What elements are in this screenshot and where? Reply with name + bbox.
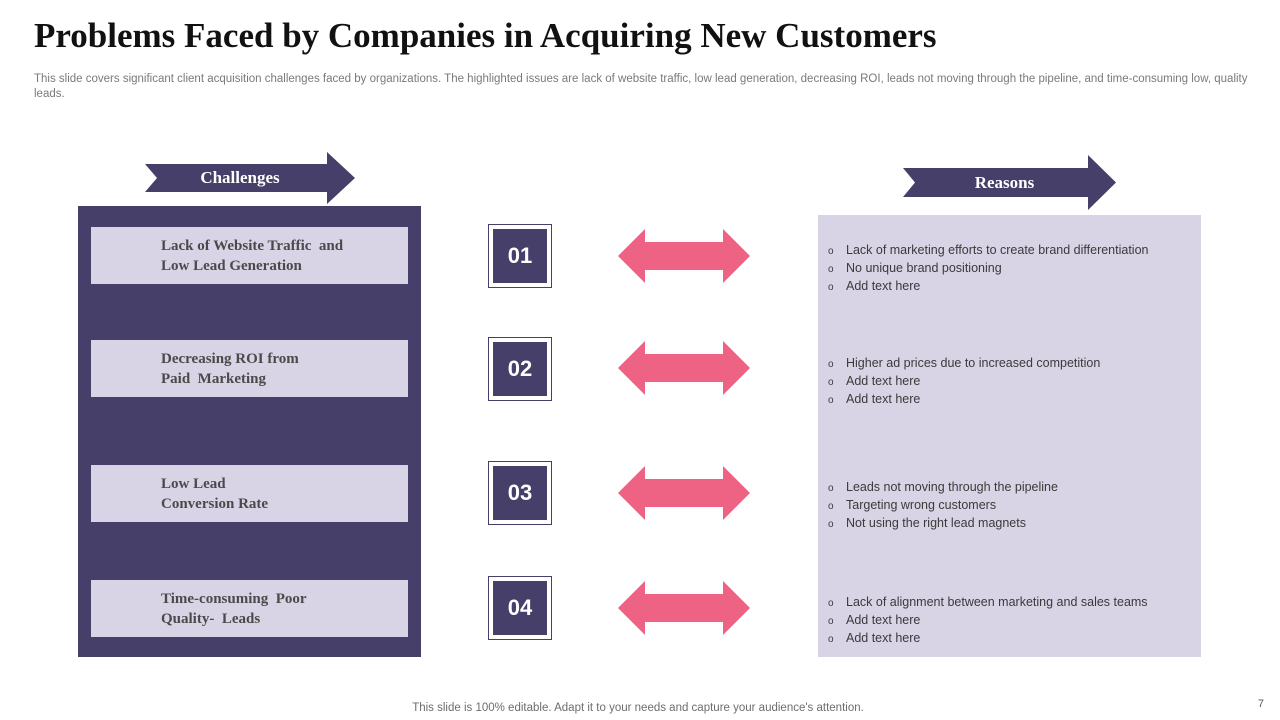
- bullet-icon: o: [828, 616, 834, 627]
- bullet-icon: o: [828, 246, 834, 257]
- bullet-icon: o: [828, 377, 834, 388]
- challenge-text-line: Decreasing ROI from: [161, 351, 299, 367]
- challenge-box-04: Time-consuming Poor Quality- Leads: [91, 580, 408, 637]
- challenges-header-label: Challenges: [200, 168, 280, 187]
- number-badge-04: 04: [488, 576, 552, 640]
- reasons-header-label: Reasons: [974, 172, 1035, 192]
- challenges-header-arrow: Challenges: [145, 152, 355, 204]
- bullet-icon: o: [828, 519, 834, 530]
- slide-title: Problems Faced by Companies in Acquiring…: [34, 16, 937, 55]
- number-label: 04: [493, 581, 547, 635]
- number-badge-01: 01: [488, 224, 552, 288]
- bullet-icon: o: [828, 395, 834, 406]
- bullet-icon: o: [828, 598, 834, 609]
- challenge-box-03: Low Lead Conversion Rate: [91, 465, 408, 522]
- challenge-text-line: Conversion Rate: [161, 496, 269, 512]
- number-label: 01: [493, 229, 547, 283]
- bullet-icon: o: [828, 501, 834, 512]
- arrow-right-icon: [903, 155, 1116, 210]
- challenge-text-line: Quality- Leads: [161, 611, 261, 627]
- challenge-box-01: Lack of Website Traffic and Low Lead Gen…: [91, 227, 408, 284]
- challenge-text-line: Time-consuming Poor: [161, 591, 307, 607]
- challenge-text-line: Lack of Website Traffic and: [161, 238, 344, 254]
- number-label: 02: [493, 342, 547, 396]
- challenge-text-line: Low Lead: [161, 476, 226, 492]
- double-arrow-icon: [618, 581, 750, 635]
- double-arrow-icon: [618, 341, 750, 395]
- double-arrow-icon: [618, 466, 750, 520]
- slide-subtitle: This slide covers significant client acq…: [34, 73, 1248, 100]
- challenge-text-line: Paid Marketing: [161, 371, 266, 387]
- challenge-box-02: Decreasing ROI from Paid Marketing: [91, 340, 408, 397]
- reasons-panel: [818, 215, 1201, 657]
- number-badge-02: 02: [488, 337, 552, 401]
- number-label: 03: [493, 466, 547, 520]
- page-number: 7: [1257, 698, 1264, 710]
- double-arrow-icon: [618, 229, 750, 283]
- bullet-icon: o: [828, 282, 834, 293]
- reasons-header-arrow: Reasons: [903, 155, 1116, 210]
- bullet-icon: o: [828, 634, 834, 645]
- slide-footer: This slide is 100% editable. Adapt it to…: [412, 702, 864, 714]
- arrow-right-icon: [145, 152, 355, 204]
- challenge-text-line: Low Lead Generation: [161, 258, 302, 274]
- number-badge-03: 03: [488, 461, 552, 525]
- bullet-icon: o: [828, 359, 834, 370]
- bullet-icon: o: [828, 264, 834, 275]
- bullet-icon: o: [828, 483, 834, 494]
